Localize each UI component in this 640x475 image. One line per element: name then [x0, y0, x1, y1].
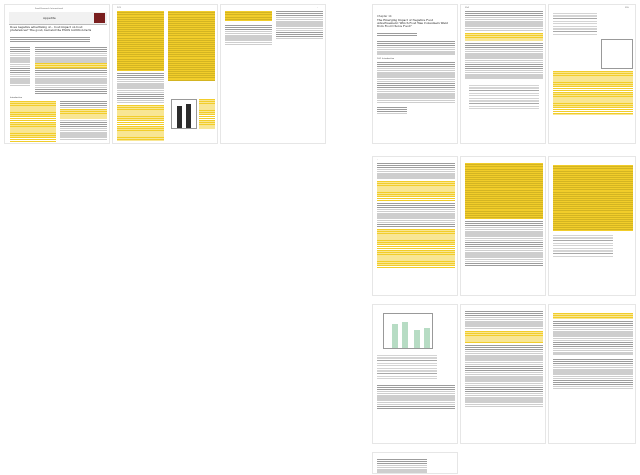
references — [377, 459, 427, 473]
chart-bar-2 — [402, 322, 408, 348]
highlight-abstract — [35, 63, 107, 69]
references-1 — [553, 321, 633, 355]
chapter-page-2[interactable]: 254 — [460, 4, 546, 144]
journal-header: Food Research International — [35, 8, 64, 10]
page-number: 254 — [465, 7, 469, 9]
chart-bar-3 — [414, 330, 420, 348]
page-number: › — [317, 7, 318, 9]
body-text-1 — [465, 11, 543, 31]
journal-banner — [9, 12, 107, 25]
highlight-1 — [553, 313, 633, 319]
article-info — [10, 47, 30, 87]
data-table — [469, 85, 539, 109]
journal-logo — [94, 13, 105, 23]
chart-bar-2 — [186, 104, 191, 128]
chapter-page-6[interactable] — [548, 156, 636, 296]
section-introduction: Introduction — [10, 97, 23, 99]
section-introduction: 14.1 Introduction — [377, 58, 395, 60]
body-text-left — [117, 73, 164, 103]
journal-name: Appetite — [43, 16, 56, 20]
paper-page-3[interactable]: › — [220, 4, 326, 144]
footnote — [377, 107, 407, 115]
author-block — [10, 37, 90, 43]
figure-bar-chart — [171, 99, 197, 129]
highlight-right-2 — [199, 99, 215, 129]
highlight-top — [465, 163, 543, 219]
chapter-page-4[interactable]: ‹ — [372, 156, 458, 296]
highlight-intro-2 — [60, 109, 107, 119]
author-line — [377, 33, 417, 36]
body-text-2 — [465, 43, 543, 79]
paper-title: Does negative advertising of… food impac… — [10, 25, 92, 33]
chart-bar-1 — [177, 106, 182, 128]
highlight-1 — [465, 331, 543, 343]
chapter-page-1[interactable]: Chapter 14 The Emerging Impact of Negati… — [372, 4, 458, 144]
figure-line-chart — [601, 39, 633, 69]
highlight-top — [553, 165, 633, 231]
chapter-page-10[interactable] — [372, 452, 458, 474]
intro-text-2 — [60, 101, 107, 141]
references-2 — [553, 359, 633, 389]
abstract-text — [377, 41, 455, 55]
chapter-title: The Emerging Impact of Negative Food Adv… — [377, 18, 448, 29]
highlight-1 — [553, 71, 633, 115]
highlight-col-right — [168, 11, 215, 81]
page-number: ‹ — [377, 159, 378, 161]
highlight-1 — [465, 33, 543, 41]
data-table-top — [553, 13, 597, 35]
intro-text — [377, 62, 455, 104]
page-number: 255 — [625, 7, 629, 9]
figure-bar-chart — [383, 313, 433, 349]
abstract-text — [35, 47, 107, 95]
body-text — [377, 385, 455, 409]
highlight-intro-1 — [10, 101, 56, 143]
chapter-page-3[interactable]: 255 — [548, 4, 636, 144]
paper-page-1[interactable]: Food Research International Appetite Doe… — [4, 4, 110, 144]
references-col-left — [225, 25, 272, 45]
references-col-right — [276, 11, 323, 39]
body-text-2 — [465, 345, 543, 407]
body-text-1 — [465, 311, 543, 329]
chapter-page-8[interactable] — [460, 304, 546, 444]
highlight-left-2 — [117, 105, 164, 141]
chapter-page-7[interactable] — [372, 304, 458, 444]
highlight-1 — [377, 181, 455, 201]
chapter-label: Chapter 14 — [377, 15, 392, 18]
chapter-page-9[interactable] — [548, 304, 636, 444]
body-text — [465, 221, 543, 267]
chart-bar-4 — [424, 328, 430, 348]
data-table — [553, 235, 613, 257]
chart-bar-1 — [392, 324, 398, 348]
body-text-2 — [377, 203, 455, 227]
highlight-2 — [377, 229, 455, 269]
highlight-top — [225, 11, 272, 21]
data-table — [377, 355, 437, 381]
chapter-page-5[interactable] — [460, 156, 546, 296]
page-number: 123 — [117, 7, 121, 9]
paper-page-2[interactable]: 123 — [112, 4, 218, 144]
body-text-1 — [377, 163, 455, 179]
highlight-col-left — [117, 11, 164, 71]
